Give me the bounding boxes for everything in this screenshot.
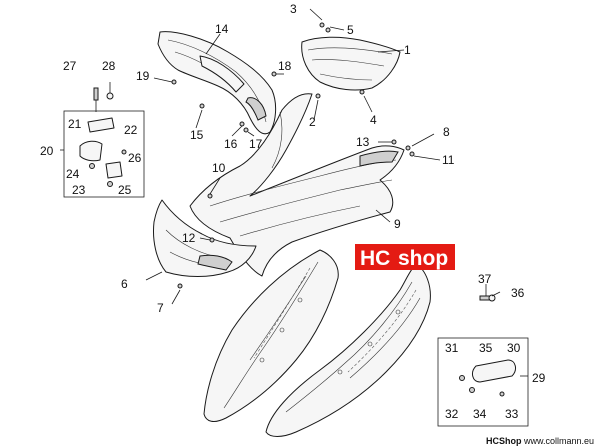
callout-14: 14 (215, 22, 229, 36)
callout-1: 1 (404, 43, 411, 57)
callout-18: 18 (278, 59, 292, 73)
callout-28: 28 (102, 59, 116, 73)
logo-hc-text: HC (360, 247, 390, 270)
callout-23: 23 (72, 183, 86, 197)
callout-9: 9 (394, 217, 401, 231)
part-14-upper-panel (157, 31, 277, 135)
callout-6: 6 (121, 277, 128, 291)
callout-16: 16 (224, 137, 238, 151)
callout-26: 26 (128, 151, 142, 165)
callout-27: 27 (63, 59, 77, 73)
callout-12: 12 (182, 231, 196, 245)
callout-8: 8 (443, 125, 450, 139)
callout-21: 21 (68, 117, 82, 131)
callout-32: 32 (445, 407, 459, 421)
leader-lines (60, 8, 528, 377)
part-20-box (63, 110, 145, 198)
callout-34: 34 (473, 407, 487, 421)
callout-35: 35 (479, 341, 493, 355)
callout-5: 5 (347, 23, 354, 37)
callout-3: 3 (290, 2, 297, 16)
callout-15: 15 (190, 128, 204, 142)
callout-22: 22 (124, 123, 138, 137)
hcshop-logo: HC shop (355, 244, 455, 270)
callout-11: 11 (442, 153, 455, 167)
callout-labels: 1 2 3 4 5 6 7 8 9 10 11 12 13 14 15 16 1… (40, 2, 546, 421)
callout-10: 10 (212, 161, 226, 175)
credit-url: www.collmann.eu (523, 436, 594, 446)
callout-4: 4 (370, 113, 377, 127)
credit-line: HCShop www.collmann.eu (486, 436, 594, 446)
callout-31: 31 (445, 341, 459, 355)
part-29-box (437, 337, 529, 427)
credit-brand: HCShop (485, 436, 522, 446)
callout-29: 29 (532, 371, 546, 385)
part-floor-left-panel (203, 249, 339, 422)
callout-30: 30 (507, 341, 521, 355)
part-1-upper-shield (301, 36, 401, 91)
part-floor-right-panel (265, 263, 431, 437)
callout-17: 17 (249, 137, 263, 151)
callout-20: 20 (40, 144, 54, 158)
callout-33: 33 (505, 407, 519, 421)
part-9-front-body (189, 93, 405, 277)
callout-19: 19 (136, 69, 150, 83)
callout-7: 7 (157, 301, 164, 315)
callout-37: 37 (478, 272, 492, 286)
callout-13: 13 (356, 135, 370, 149)
callout-2: 2 (309, 115, 316, 129)
callout-36: 36 (511, 286, 525, 300)
logo-shop-text: shop (398, 247, 448, 270)
callout-24: 24 (66, 167, 80, 181)
callout-25: 25 (118, 183, 132, 197)
part-6-front-nose (153, 199, 257, 277)
